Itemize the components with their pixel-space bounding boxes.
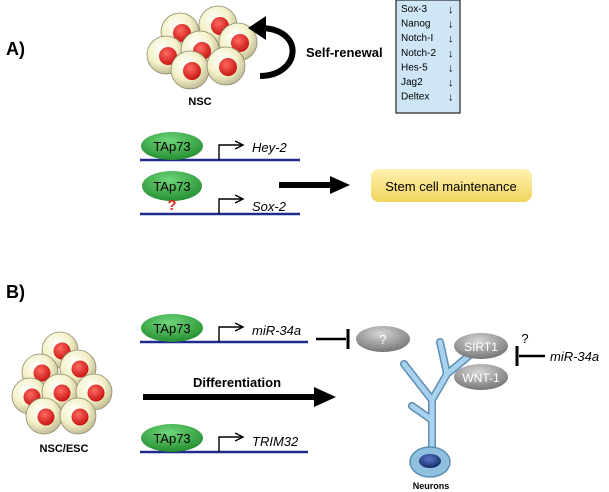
tap73-oval-trim32 [141, 424, 203, 452]
tap73-label-hey2: TAp73 [153, 139, 190, 154]
down-arrow-icon: ↓ [448, 92, 454, 104]
gene-name: Notch-I [401, 33, 433, 44]
sirt1-label: SIRT1 [464, 340, 498, 354]
differentiation-arrow [143, 387, 336, 407]
sox2-promoter-row: TAp73 ? Sox-2 [140, 171, 300, 216]
nsc-esc-label: NSC/ESC [40, 443, 89, 455]
gene-name: Nanog [401, 19, 430, 30]
tap73-oval-sox2 [142, 171, 202, 201]
nsc-esc-cell-cluster [11, 331, 113, 435]
mir34a-gene-label: miR-34a [252, 323, 301, 338]
tap73-label-trim32: TAp73 [153, 431, 190, 446]
transcription-arrow-sox2 [218, 199, 243, 214]
gene-name: Hes-5 [401, 62, 428, 73]
panel-a-label: A) [6, 39, 25, 59]
stem-cell-maintenance-label: Stem cell maintenance [385, 179, 517, 194]
nsc-cell-cluster [146, 5, 258, 90]
gene-name: Sox-3 [401, 4, 428, 15]
unknown-target-label: ? [379, 332, 386, 347]
neuron-nucleus [419, 454, 441, 468]
neuron-illustration [400, 338, 480, 478]
gene-name: Jag2 [401, 77, 423, 88]
transcription-arrow-trim32 [218, 437, 243, 452]
mir34a-inhibition [316, 329, 350, 349]
mir34a-right-inhibition [515, 346, 545, 366]
down-arrow-icon: ↓ [448, 48, 454, 60]
gene-name: Deltex [401, 92, 429, 103]
down-arrow-icon: ↓ [448, 19, 454, 31]
down-arrow-icon: ↓ [448, 4, 454, 16]
tap73-label-sox2: TAp73 [153, 179, 190, 194]
sox2-gene-label: Sox-2 [252, 199, 287, 214]
neurons-label: Neurons [413, 481, 450, 491]
differentiation-label: Differentiation [193, 375, 281, 390]
stem-cell-maintenance-box [371, 169, 532, 202]
down-arrow-icon: ↓ [448, 33, 454, 45]
maintenance-arrow [279, 176, 350, 194]
self-renewal-arrow [259, 25, 296, 79]
nsc-label: NSC [188, 96, 211, 108]
question-mark-sox2: ? [167, 197, 176, 214]
tap73-label-mir34a: TAp73 [153, 321, 190, 336]
transcription-arrow-mir34a [218, 327, 243, 342]
self-renewal-arrow-head [248, 16, 266, 40]
mir34a-right-label: miR-34a [550, 349, 599, 364]
sirt1-oval [454, 333, 508, 359]
hey2-promoter-row: TAp73 Hey-2 [140, 132, 300, 162]
panel-b-label: B) [6, 282, 25, 302]
downregulated-gene-box: Sox-3 ↓ Nanog ↓ Notch-I ↓ Notch-2 ↓ Hes-5 ↓ Jag2 ↓ D… [395, 0, 461, 114]
unknown-target-oval [356, 326, 410, 352]
mir34a-promoter-row: TAp73 miR-34a [140, 314, 308, 344]
self-renewal-label: Self-renewal [306, 45, 383, 60]
wnt1-label: WNT-1 [462, 371, 500, 385]
trim32-promoter-row: TAp73 TRIM32 [140, 424, 308, 454]
trim32-gene-label: TRIM32 [252, 434, 299, 449]
down-arrow-icon: ↓ [448, 77, 454, 89]
question-mark-right: ? [521, 331, 528, 346]
down-arrow-icon: ↓ [448, 62, 454, 74]
tap73-oval-mir34a [141, 314, 203, 342]
transcription-arrow-hey2 [218, 145, 243, 160]
wnt1-oval [454, 364, 508, 390]
hey2-gene-label: Hey-2 [252, 140, 287, 155]
gene-name: Notch-2 [401, 48, 436, 59]
tap73-oval-hey2 [141, 132, 203, 160]
gene-list: Sox-3 ↓ Nanog ↓ Notch-I ↓ Notch-2 ↓ Hes-5 ↓ Jag2 ↓ D… [401, 4, 454, 104]
